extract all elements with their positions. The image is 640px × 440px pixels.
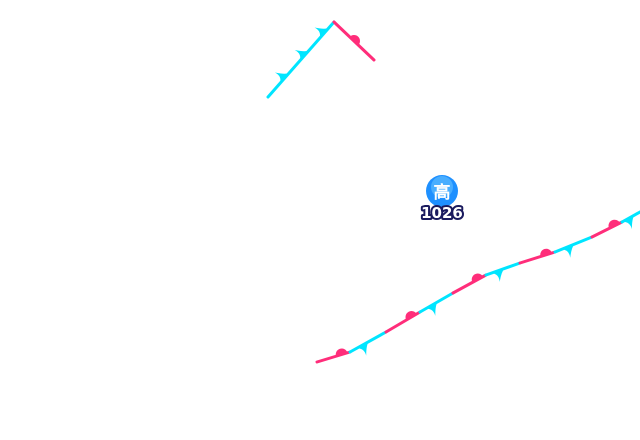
high-pressure-label: 高 [434, 182, 451, 203]
warm-front-segment [518, 250, 557, 265]
cold-front-triangle [622, 215, 635, 230]
cold-front-triangle [425, 301, 438, 316]
high-pressure-value: 1026 [421, 204, 463, 222]
cold-front-triangle [294, 49, 309, 62]
cold-front-triangle [561, 244, 575, 258]
cold-front-segment [620, 210, 640, 224]
high-pressure-center[interactable]: 高 1026 1026 [419, 175, 465, 224]
cold-front-triangle [356, 341, 369, 356]
warm-front-semicircle [349, 34, 360, 46]
high-pressure-badge-highlight [431, 176, 453, 198]
cold-front-triangle [314, 27, 329, 39]
cold-front-triangle [491, 268, 505, 282]
front-upper [266, 20, 376, 99]
warm-front-semicircle [405, 311, 417, 321]
high-pressure-value-outline: 1026 [421, 204, 463, 222]
warm-front-semicircle [540, 248, 552, 257]
warm-front-semicircle [335, 348, 348, 357]
warm-front-semicircle [608, 219, 620, 229]
cold-front-segment [553, 235, 594, 254]
cold-front-triangle [274, 72, 290, 84]
warm-front-segment [384, 310, 422, 334]
front-lower [315, 210, 640, 364]
cold-front-segment [348, 330, 388, 354]
warm-front-semicircle [471, 273, 484, 283]
